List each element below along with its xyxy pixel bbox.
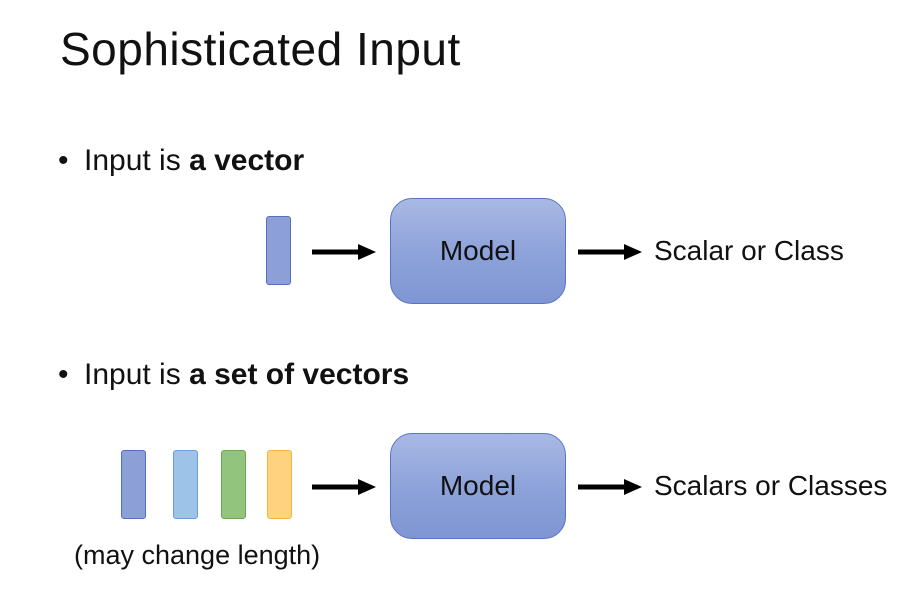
vector-set-1 [121,450,146,519]
vector-1 [266,216,291,285]
bullet-emphasis: a set of vectors [189,358,410,391]
model-label: Model [439,235,517,266]
output-label-single: Scalar or Class [654,235,844,266]
arrow-right-icon [312,479,376,495]
model-label: Model [439,470,517,501]
bullet-dot: • [58,144,69,177]
bullet-prefix: Input is [84,358,190,391]
vector-set-3 [221,450,246,519]
model-box-single: Model [390,198,566,304]
arrow-right-icon [312,244,376,260]
bullet-set-of-vectors: • Input is a set of vectors [58,358,409,392]
arrow-right-icon [578,244,642,260]
vector-set-4 [267,450,292,519]
vector-set-2 [173,450,198,519]
bullet-dot: • [58,358,69,391]
length-caption: (may change length) [74,540,321,570]
slide-title: Sophisticated Input [60,23,461,75]
model-box-set: Model [390,433,566,539]
output-label-set: Scalars or Classes [654,470,888,501]
bullet-vector: • Input is a vector [58,144,304,178]
bullet-emphasis: a vector [189,144,305,177]
bullet-prefix: Input is [84,144,190,177]
arrow-right-icon [578,479,642,495]
